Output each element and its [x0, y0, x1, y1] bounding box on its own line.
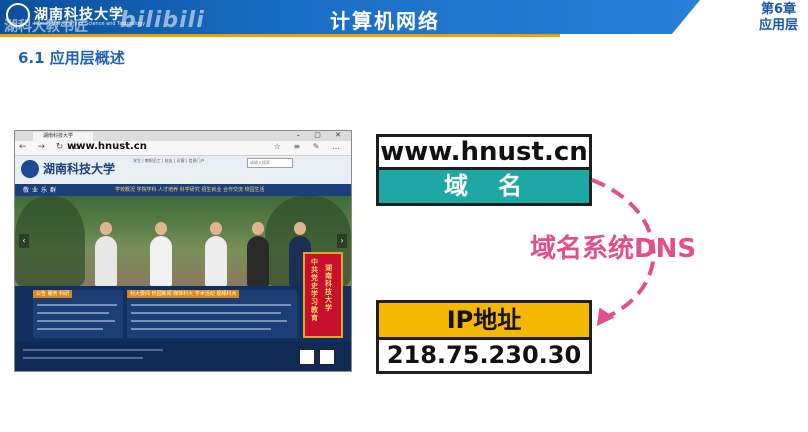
- qr-code-icon: [299, 349, 315, 365]
- text-line: [131, 328, 271, 330]
- site-logo-icon: [21, 160, 39, 178]
- browser-tabbar: 湖南科技大学 – ▢ ✕: [15, 131, 351, 141]
- header-stripe: [0, 34, 560, 37]
- toolbar-icons[interactable]: ☆ ≡ ✎ …: [273, 142, 345, 151]
- site-motto: 敬业乐群: [23, 187, 60, 194]
- logo-text: 湖南科技大学: [34, 7, 124, 23]
- tree-shape: [15, 196, 85, 286]
- campus-photo: ‹ ›: [15, 196, 351, 286]
- text-line: [131, 312, 281, 314]
- window-controls[interactable]: – ▢ ✕: [296, 131, 347, 139]
- browser-screenshot: 湖南科技大学 – ▢ ✕ ← → ↻ ⌂ www.hnust.cn ☆ ≡ ✎ …: [14, 130, 352, 372]
- banner-text-right: 湖南科技大学: [325, 264, 332, 312]
- site-footer: [15, 341, 351, 371]
- site-search-input[interactable]: 请输入搜索: [247, 158, 293, 168]
- qr-code-icon: [319, 349, 335, 365]
- student-figure: [247, 222, 269, 286]
- slide-header: 湖南科技大学 Hunan University of Science and T…: [0, 0, 808, 37]
- student-figure: [150, 222, 172, 286]
- nav-buttons-icon[interactable]: ← → ↻ ⌂: [19, 142, 84, 152]
- head-shape: [210, 222, 222, 235]
- chapter-name: 应用层: [758, 18, 798, 33]
- header-band: [0, 0, 700, 34]
- text-line: [37, 304, 117, 306]
- ip-value-box: 218.75.230.30: [376, 340, 592, 374]
- arrowhead-icon: [596, 307, 615, 327]
- carousel-next-icon[interactable]: ›: [337, 234, 347, 248]
- text-line: [131, 304, 291, 306]
- student-figure: [205, 222, 227, 286]
- text-line: [37, 320, 115, 322]
- banner-text-left: 中共党史学习教育: [311, 258, 318, 322]
- text-line: [23, 357, 143, 359]
- domain-label-box: 域名: [376, 170, 592, 206]
- notice-panel: 公告 服务 科研: [33, 290, 123, 338]
- browser-tab[interactable]: 湖南科技大学: [33, 132, 93, 141]
- text-line: [23, 349, 163, 351]
- website-page: 湖南科技大学 学生 | 教职员工 | 校友 | 访客 | 信息门户 请输入搜索 …: [15, 156, 351, 371]
- site-name: 湖南科技大学: [43, 162, 116, 176]
- news-panel: 科大要闻 校园新闻 媒体科大 学术活动 视频科大: [127, 290, 297, 338]
- url-field[interactable]: www.hnust.cn: [67, 141, 147, 152]
- domain-value-box: www.hnust.cn: [376, 134, 592, 170]
- ip-label-box: IP地址: [376, 300, 592, 340]
- site-top-links[interactable]: 学生 | 教职员工 | 校友 | 访客 | 信息门户: [133, 158, 205, 163]
- head-shape: [252, 222, 264, 235]
- text-line: [37, 328, 103, 330]
- page-title: 计算机网络: [330, 9, 440, 33]
- dns-label: 域名系统DNS: [530, 234, 697, 264]
- carousel-prev-icon[interactable]: ‹: [19, 234, 29, 248]
- resolution-arrow: [591, 178, 656, 327]
- chapter-number: 第6章: [760, 2, 797, 17]
- site-panels: 公告 服务 科研 科大要闻 校园新闻 媒体科大 学术活动 视频科大: [15, 286, 351, 341]
- channel-watermark: 湖科大教书匠: [4, 19, 88, 35]
- student-figure: [95, 222, 117, 286]
- notice-tabs[interactable]: 公告 服务 科研: [33, 290, 73, 298]
- section-title: 6.1 应用层概述: [18, 49, 125, 67]
- seal-icon: [6, 3, 30, 27]
- site-header: 湖南科技大学 学生 | 教职员工 | 校友 | 访客 | 信息门户 请输入搜索: [15, 156, 351, 184]
- head-shape: [294, 222, 306, 235]
- university-logo: 湖南科技大学 Hunan University of Science and T…: [6, 3, 145, 31]
- browser-address-bar: ← → ↻ ⌂ www.hnust.cn ☆ ≡ ✎ …: [15, 141, 351, 156]
- party-history-banner[interactable]: 中共党史学习教育 湖南科技大学: [303, 252, 343, 338]
- dashed-curve: [591, 178, 656, 322]
- news-tabs[interactable]: 科大要闻 校园新闻 媒体科大 学术活动 视频科大: [127, 290, 240, 298]
- head-shape: [100, 222, 112, 235]
- logo-subtitle: Hunan University of Science and Technolo…: [34, 21, 146, 27]
- head-shape: [155, 222, 167, 235]
- chapter-label: 第6章 应用层: [759, 2, 798, 34]
- site-nav: 敬业乐群 学校概况 学院学科 人才培养 科学研究 招生就业 合作交流 校园生活: [15, 184, 351, 196]
- text-line: [37, 312, 109, 314]
- text-line: [131, 320, 287, 322]
- bilibili-watermark: bilibili: [120, 8, 205, 33]
- site-nav-items[interactable]: 学校概况 学院学科 人才培养 科学研究 招生就业 合作交流 校园生活: [115, 187, 265, 193]
